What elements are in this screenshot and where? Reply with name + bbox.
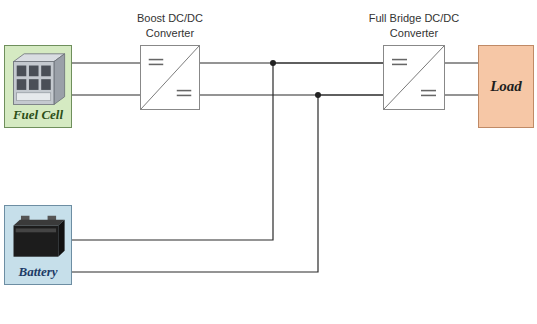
wire-pair: [72, 63, 383, 272]
wire-pair: [200, 63, 383, 95]
battery-box: Battery: [4, 205, 72, 285]
wire-pair: [445, 63, 478, 95]
converter-label: Full Bridge DC/DC Converter: [358, 11, 470, 40]
wire-pair: [72, 63, 140, 95]
junction-dot: [270, 60, 276, 66]
wire: [72, 63, 383, 240]
wire: [445, 94, 478, 95]
node-title: Load: [490, 78, 522, 95]
wire: [72, 94, 140, 95]
wire: [445, 62, 478, 63]
converter-label: Boost DC/DC Converter: [128, 11, 212, 40]
wire: [72, 95, 383, 272]
junction-dot: [315, 92, 321, 98]
load-box: Load: [478, 45, 534, 128]
node-title: Battery: [5, 264, 71, 280]
fuel-cell-box: Fuel Cell: [4, 45, 72, 128]
converter-symbol: [384, 46, 444, 109]
converter-box: Full Bridge DC/DC Converter: [383, 45, 445, 110]
wire: [72, 62, 140, 63]
converter-symbol: [141, 46, 199, 109]
converter-box: Boost DC/DC Converter: [140, 45, 200, 110]
node-title: Fuel Cell: [5, 107, 71, 123]
